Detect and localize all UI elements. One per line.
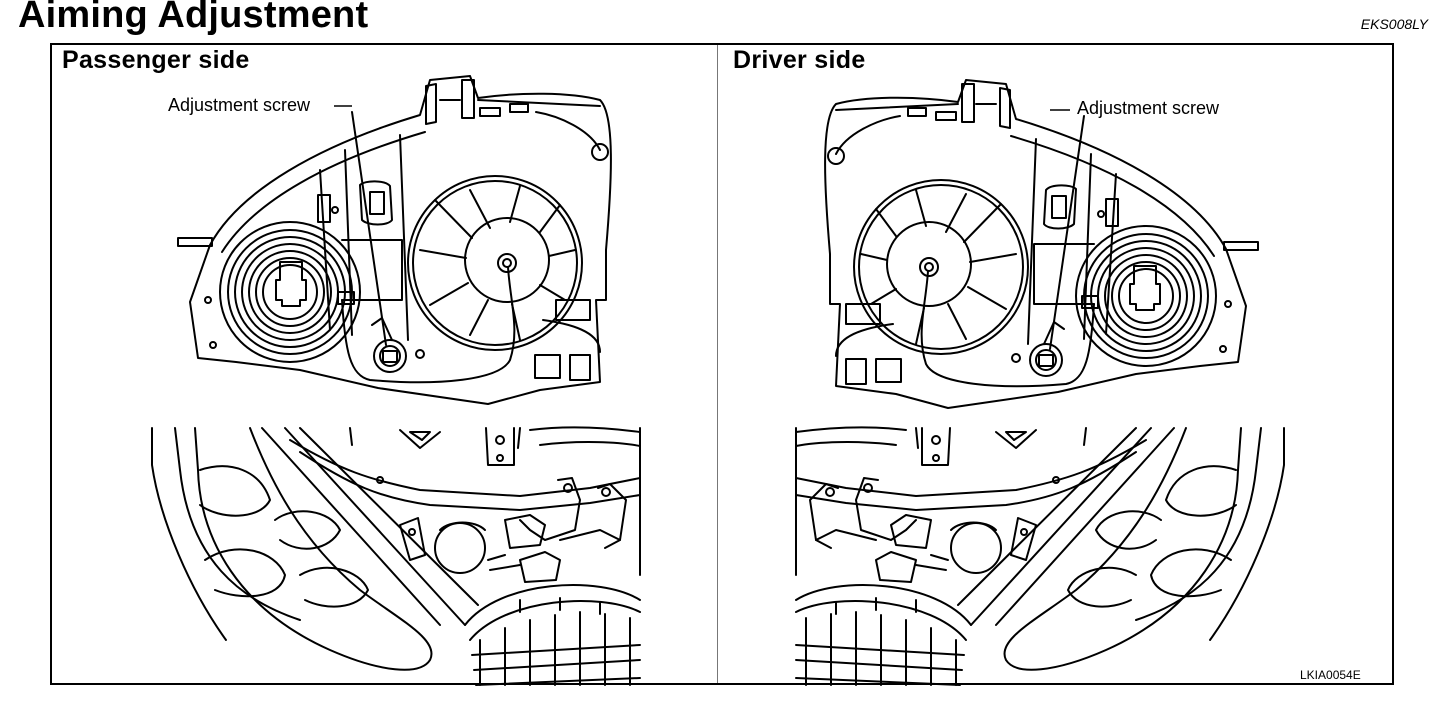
figure-id: LKIA0054E	[1300, 668, 1361, 682]
adjustment-screw-label-driver: Adjustment screw	[1077, 98, 1220, 118]
page-title: Aiming Adjustment	[18, 0, 369, 36]
panel-divider	[717, 45, 718, 683]
figure-frame	[50, 43, 1394, 685]
adjustment-screw-label-passenger: Adjustment screw	[168, 95, 311, 115]
doc-code: EKS008LY	[1360, 16, 1428, 32]
passenger-side-title: Passenger side	[62, 46, 250, 74]
driver-side-title: Driver side	[733, 46, 866, 74]
